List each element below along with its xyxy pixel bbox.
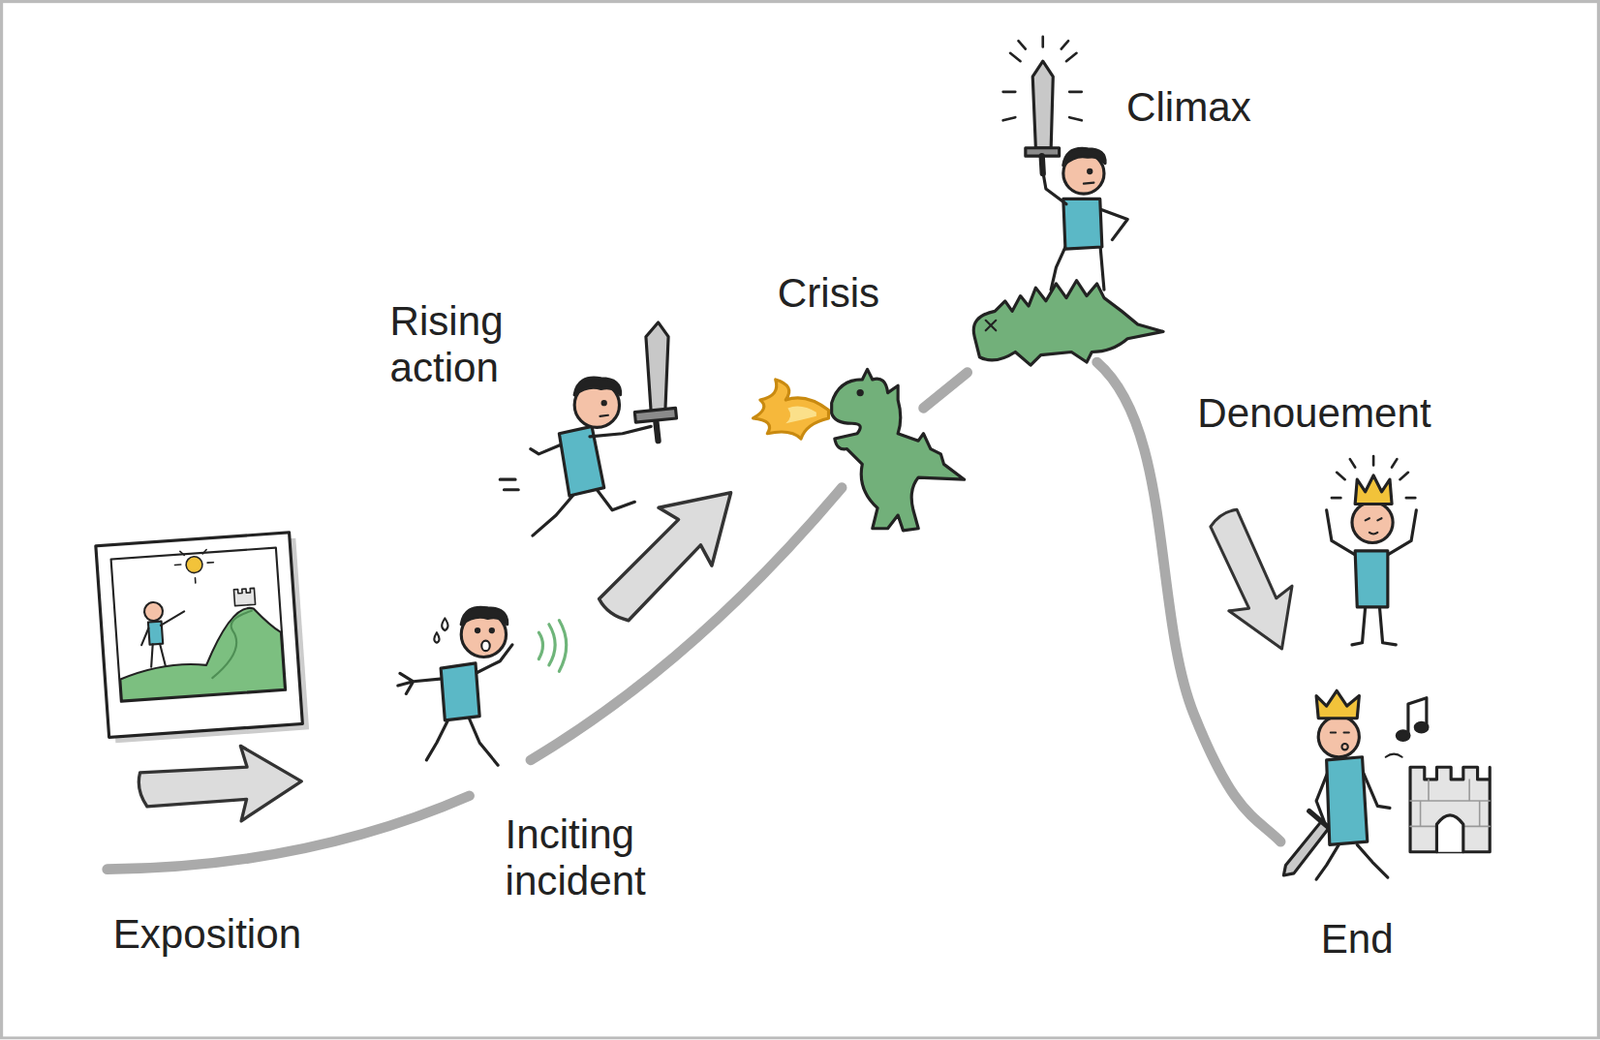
stage-label: Climax [1126, 83, 1252, 130]
stage-label: Rising action [389, 297, 532, 392]
stage-label: Inciting incident [505, 810, 690, 905]
stage-label: Crisis [777, 269, 880, 316]
stage-label: Denouement [1197, 389, 1431, 436]
stage-label: End [1321, 915, 1394, 962]
stage-label: Exposition [113, 910, 302, 957]
